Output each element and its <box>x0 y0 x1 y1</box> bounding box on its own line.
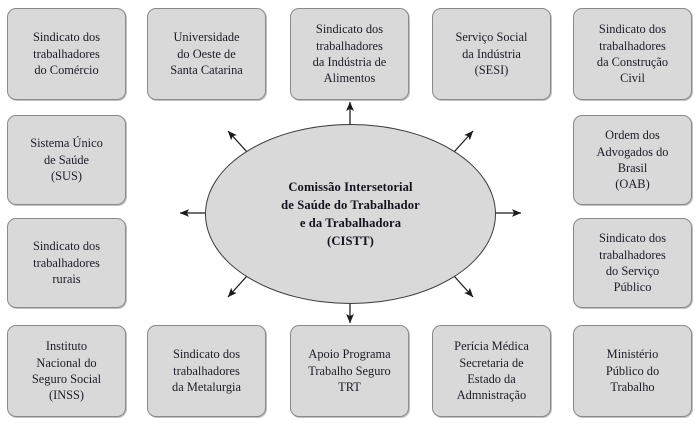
node-servico-social-industria[interactable]: Serviço Social da Indústria (SESI) <box>432 8 551 100</box>
node-label-sindicato-servico-publico: Sindicato dos trabalhadores do Serviço P… <box>598 231 667 295</box>
node-label-ordem-advogados-brasil: Ordem dos Advogados do Brasil (OAB) <box>596 128 669 192</box>
node-label-pericia-medica-secretaria-estado: Perícia Médica Secretaria de Estado da A… <box>454 339 529 403</box>
node-universidade-oeste-santa-catarina[interactable]: Universidade do Oeste de Santa Catarina <box>147 8 266 100</box>
arrow-down-left <box>227 275 248 298</box>
node-sindicato-metalurgia[interactable]: Sindicato dos trabalhadores da Metalurgi… <box>147 325 266 417</box>
node-label-instituto-nacional-seguro-social: Instituto Nacional do Seguro Social (INS… <box>31 339 102 403</box>
node-label-sindicato-metalurgia: Sindicato dos trabalhadores da Metalurgi… <box>172 347 241 395</box>
arrow-down-right <box>453 275 474 298</box>
cistt-hub-label: Comissão Intersetorial de Saúde do Traba… <box>281 179 420 249</box>
node-label-servico-social-industria: Serviço Social da Indústria (SESI) <box>455 30 528 78</box>
arrow-up-left <box>227 130 248 153</box>
node-sindicato-comercio[interactable]: Sindicato dos trabalhadores do Comércio <box>7 8 126 100</box>
node-label-sindicato-trabalhadores-rurais: Sindicato dos trabalhadores rurais <box>32 239 101 287</box>
node-apoio-programa-trabalho-seguro-trt[interactable]: Apoio Programa Trabalho Seguro TRT <box>290 325 409 417</box>
node-label-sindicato-construcao-civil: Sindicato dos trabalhadores da Construçã… <box>596 22 669 86</box>
cistt-hub-ellipse[interactable]: Comissão Intersetorial de Saúde do Traba… <box>205 124 496 304</box>
node-ordem-advogados-brasil[interactable]: Ordem dos Advogados do Brasil (OAB) <box>573 115 692 205</box>
node-label-ministerio-publico-trabalho: Ministério Público do Trabalho <box>605 347 660 395</box>
node-sindicato-servico-publico[interactable]: Sindicato dos trabalhadores do Serviço P… <box>573 218 692 308</box>
arrow-up-right <box>453 130 474 153</box>
node-ministerio-publico-trabalho[interactable]: Ministério Público do Trabalho <box>573 325 692 417</box>
node-label-universidade-oeste-santa-catarina: Universidade do Oeste de Santa Catarina <box>170 30 243 78</box>
node-label-sindicato-industria-alimentos: Sindicato dos trabalhadores da Indústria… <box>312 22 387 86</box>
node-pericia-medica-secretaria-estado[interactable]: Perícia Médica Secretaria de Estado da A… <box>432 325 551 417</box>
node-instituto-nacional-seguro-social[interactable]: Instituto Nacional do Seguro Social (INS… <box>7 325 126 417</box>
node-label-sistema-unico-saude: Sistema Único de Saúde (SUS) <box>30 136 103 184</box>
node-sindicato-trabalhadores-rurais[interactable]: Sindicato dos trabalhadores rurais <box>7 218 126 308</box>
node-label-sindicato-comercio: Sindicato dos trabalhadores do Comércio <box>32 30 101 78</box>
node-sistema-unico-saude[interactable]: Sistema Único de Saúde (SUS) <box>7 115 126 205</box>
node-label-apoio-programa-trabalho-seguro-trt: Apoio Programa Trabalho Seguro TRT <box>308 347 391 395</box>
node-sindicato-construcao-civil[interactable]: Sindicato dos trabalhadores da Construçã… <box>573 8 692 100</box>
node-sindicato-industria-alimentos[interactable]: Sindicato dos trabalhadores da Indústria… <box>290 8 409 100</box>
